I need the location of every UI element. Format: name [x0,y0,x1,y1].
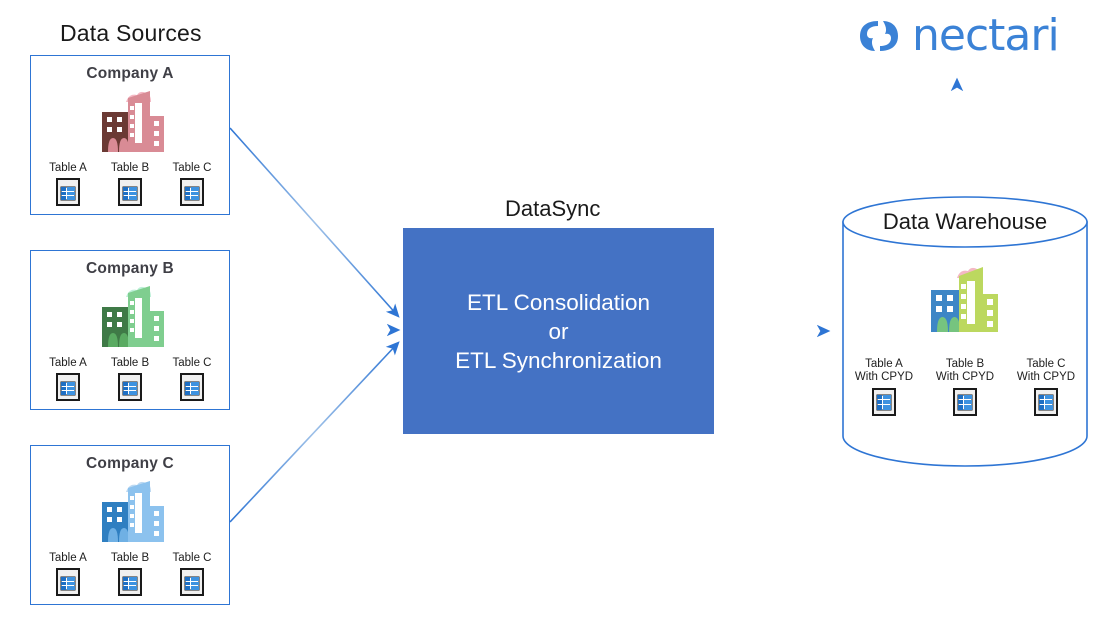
table-icon [180,568,204,596]
table-item[interactable]: Table C [162,551,222,596]
warehouse-building-icon [913,262,1009,332]
table-label: Table B [110,551,150,564]
arrow-company-c-to-datasync [229,341,400,523]
company-c-tables: Table A Table B [31,551,229,596]
table-label: Table A [49,161,87,174]
warehouse-table-name: Table B [945,358,985,370]
warehouse-table-name: Table A [865,358,903,370]
nectari-mark-icon [856,15,902,57]
table-icon [118,568,142,596]
company-card-a[interactable]: Company A [30,55,230,215]
table-item[interactable]: Table A [38,551,98,596]
table-label: Table B [110,356,150,369]
table-item[interactable]: Table C [162,161,222,206]
table-label: Table C [172,551,212,564]
table-icon [118,373,142,401]
datasync-line-2: or [548,318,569,344]
table-item[interactable]: Table B [100,551,160,596]
datasync-title: DataSync [505,196,601,221]
company-card-b[interactable]: Company B [30,250,230,410]
table-icon [953,388,977,416]
datasync-box[interactable]: ETL Consolidation or ETL Synchronization [403,228,714,434]
table-icon [56,178,80,206]
table-icon [118,178,142,206]
table-label: Table A [49,356,87,369]
arrow-company-a-to-datasync [229,127,400,318]
company-a-building-icon [82,86,178,152]
table-item[interactable]: Table B [100,161,160,206]
table-icon [56,373,80,401]
table-item[interactable]: Table B [100,356,160,401]
datasync-line-3: ETL Synchronization [455,347,662,373]
datasync-line-1: ETL Consolidation [466,289,651,315]
table-label: Table B [110,161,150,174]
warehouse-table-suffix: With CPYD [1016,371,1076,383]
company-a-title: Company A [86,65,174,82]
warehouse-table-item[interactable]: Table C With CPYD [1010,358,1082,416]
data-sources-title: Data Sources [60,20,202,46]
table-label: Table C [172,356,212,369]
company-b-tables: Table A Table B [31,356,229,401]
company-c-building-icon [82,476,178,542]
table-icon [180,373,204,401]
warehouse-table-suffix: With CPYD [854,371,914,383]
warehouse-table-name: Table C [1026,358,1066,370]
table-icon [1034,388,1058,416]
nectari-wordmark: nectari [912,10,1060,61]
data-warehouse-title: Data Warehouse [882,209,1048,234]
warehouse-table-suffix: With CPYD [935,371,995,383]
table-icon [180,178,204,206]
company-b-title: Company B [86,260,174,277]
table-item[interactable]: Table C [162,356,222,401]
nectari-logo[interactable]: nectari [856,10,1060,61]
table-label: Table A [49,551,87,564]
table-item[interactable]: Table A [38,161,98,206]
company-card-c[interactable]: Company C [30,445,230,605]
warehouse-tables: Table A With CPYD Table B With CPYD [848,358,1082,416]
company-a-tables: Table A Table B [31,161,229,206]
table-icon [56,568,80,596]
table-label: Table C [172,161,212,174]
warehouse-table-item[interactable]: Table A With CPYD [848,358,920,416]
table-item[interactable]: Table A [38,356,98,401]
data-warehouse-cylinder[interactable] [840,196,1090,471]
table-icon [872,388,896,416]
company-c-title: Company C [86,455,174,472]
warehouse-table-item[interactable]: Table B With CPYD [929,358,1001,416]
company-b-building-icon [82,281,178,347]
